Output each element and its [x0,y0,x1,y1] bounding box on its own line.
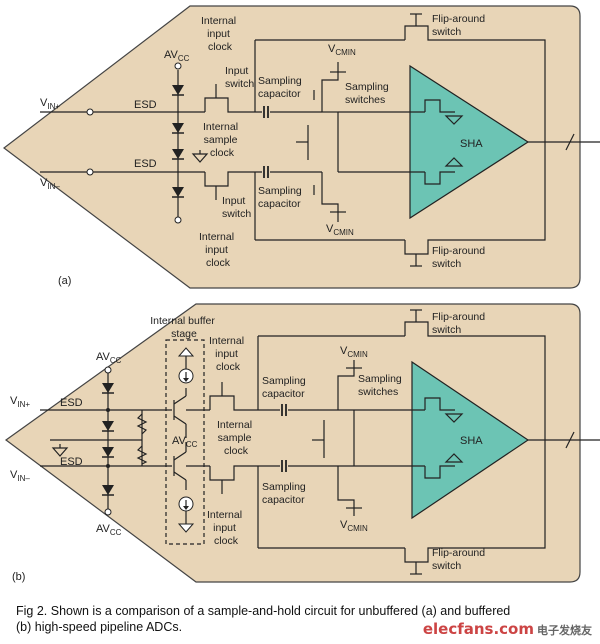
vcmin-label-a-bottom: VCMIN [326,223,354,237]
sha-ground-symbols-b [444,413,464,463]
output-bus-a [528,133,600,151]
sampling-capacitor-b-top: Sampling capacitor [262,375,309,400]
sha-label-b: SHA [460,435,483,447]
watermark-cn: 电子发烧友 [537,624,592,637]
chip-package-b [4,303,581,583]
esd-label-b-bottom: ESD [60,456,83,468]
panel-label-b: (b) [12,571,25,583]
avcc-label-a: AVCC [164,49,190,63]
panel-label-a: (a) [58,275,71,287]
buffer-stage-box-b [165,339,205,545]
caption-line-2: (b) high-speed pipeline ADCs. [16,620,183,634]
avcc-label-b-mid: AVCC [172,435,198,449]
vcmin-label-b-bottom: VCMIN [340,519,368,533]
input-switch-a-top: Input switch [225,65,254,90]
caption-line-1: Fig 2. Shown is a comparison of a sample… [16,604,511,618]
avcc-label-b-bottom: AVCC [96,523,122,537]
wires-a [40,13,546,267]
panel-b: SHA [4,303,600,583]
output-bus-b [528,431,600,449]
vin-minus-label-a: VIN– [40,177,60,191]
vin-plus-label-a: VIN+ [40,97,60,111]
sampling-switches-b: Sampling switches [358,373,405,398]
flip-around-switch-a-top: Flip-around switch [432,13,488,38]
vin-plus-terminal-a [86,108,94,116]
current-source-b-top [177,347,195,384]
avcc-label-b-top: AVCC [96,351,122,365]
internal-input-clock-a-bottom: Internal input clock [199,231,237,269]
vcmin-label-b-top: VCMIN [340,345,368,359]
vin-minus-label-b: VIN– [10,469,30,483]
sampling-capacitor-a-top: Sampling capacitor [258,75,305,100]
figure-caption: Fig 2. Shown is a comparison of a sample… [16,603,576,635]
panel-a: SHA [3,5,600,289]
sampling-capacitor-b-bottom: Sampling capacitor [262,481,309,506]
sha-amplifier-b [411,360,530,520]
esd-label-b-top: ESD [60,397,83,409]
avcc-terminal-a-top [174,62,182,70]
flip-around-switch-b-bottom: Flip-around switch [432,547,488,572]
avcc-terminal-b-bottom [104,508,112,516]
wires-b [40,309,546,575]
internal-buffer-stage-b: Internal buffer stage [150,315,218,340]
chip-package-a [3,5,581,289]
avcc-terminal-a-bottom [174,216,182,224]
internal-input-clock-b-top: Internal input clock [209,335,247,373]
flip-around-switch-a-bottom: Flip-around switch [432,245,488,270]
sampling-switches-a: Sampling switches [345,81,392,106]
circuit-diagram: SHA [3,5,600,583]
sha-ground-symbols-a [444,115,464,167]
sampling-capacitor-a-bottom: Sampling capacitor [258,185,305,210]
vin-minus-terminal-b [106,464,110,468]
vin-plus-label-b: VIN+ [10,395,30,409]
vin-minus-terminal-a [86,168,94,176]
internal-input-clock-b-bottom: Internal input clock [207,509,245,547]
vcmin-label-a-top: VCMIN [328,43,356,57]
sha-label-a: SHA [460,138,483,150]
watermark-brand: elecfans.com [422,620,534,638]
avcc-terminal-b-top [104,366,112,374]
internal-sample-clock-b: Internal sample clock [217,419,255,457]
input-switch-a-bottom: Input switch [222,195,251,220]
esd-label-a-bottom: ESD [134,158,157,170]
flip-around-switch-b-top: Flip-around switch [432,311,488,336]
internal-sample-clock-a: Internal sample clock [203,121,241,159]
resistors-b [136,413,148,465]
vin-plus-terminal-b [106,408,110,412]
esd-label-a-top: ESD [134,99,157,111]
internal-input-clock-a-top: Internal input clock [201,15,239,53]
current-source-b-bottom [177,496,195,533]
